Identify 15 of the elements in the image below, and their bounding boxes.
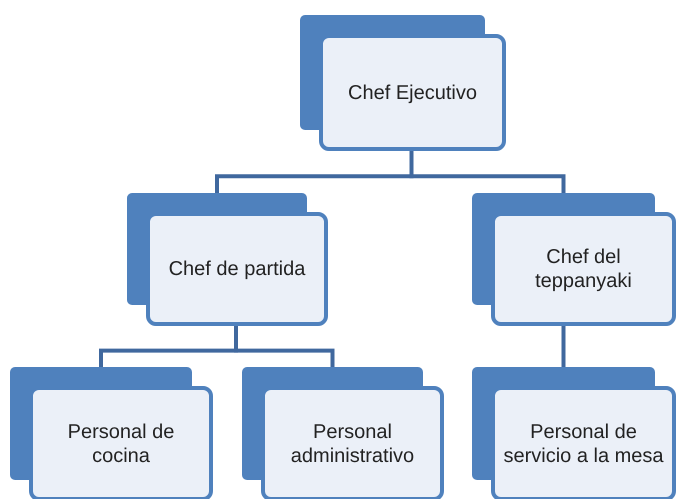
role-label: Chef del teppanyaki xyxy=(534,245,633,294)
role-label: Chef Ejecutivo xyxy=(347,80,478,106)
org-chart-box xyxy=(472,367,678,499)
role-label: Personal administrativo xyxy=(290,420,416,468)
role-label: Personal de servicio a la mesa xyxy=(502,420,665,468)
connector-line xyxy=(562,326,566,367)
role-label: Chef de partida xyxy=(168,257,306,282)
org-chart-box xyxy=(242,367,446,499)
role-label: Personal de cocina xyxy=(66,420,176,468)
org-chart-box xyxy=(300,15,508,153)
org-chart-box xyxy=(10,367,215,499)
connector-line xyxy=(410,151,566,193)
org-chart-box xyxy=(472,193,678,328)
connector-line xyxy=(234,326,334,367)
org-chart-box xyxy=(127,193,330,328)
